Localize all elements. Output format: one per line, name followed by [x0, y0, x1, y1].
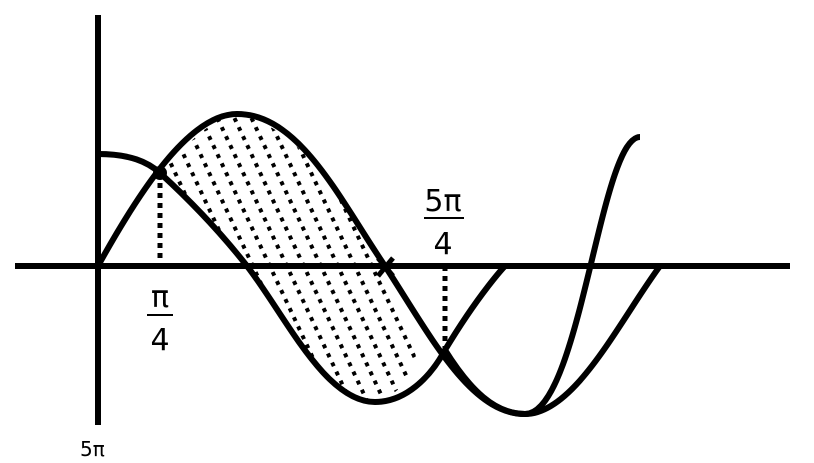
hatch-line	[0, 100, 104, 420]
sine-curve	[98, 114, 392, 402]
hatch-line	[0, 100, 87, 420]
intersection-tick-b	[376, 256, 395, 278]
hatch-line	[292, 114, 416, 402]
hatch-line	[0, 100, 138, 420]
hatch-line	[5, 100, 155, 420]
label-pi-over-4-numerator: π	[151, 280, 169, 315]
label-pi-over-4: π 4	[147, 280, 173, 358]
label-five-pi-over-4: 5π 4	[424, 184, 464, 262]
label-five-pi-over-4-numerator: 5π	[424, 184, 461, 219]
hatch-line	[634, 100, 784, 420]
sin-curve	[98, 114, 398, 402]
hatch-line	[0, 100, 19, 420]
hatch-line	[447, 100, 597, 420]
hatch-line	[258, 114, 412, 402]
hatch-line	[0, 100, 36, 420]
label-pi-over-4-denominator: 4	[150, 323, 169, 358]
hatch-line	[617, 100, 767, 420]
hatch-line	[343, 114, 416, 402]
hatch-line	[583, 100, 733, 420]
hatch-line	[160, 114, 208, 402]
lower-wave-right	[442, 264, 663, 418]
hatch-line	[481, 100, 631, 420]
label-bottom-left: 5π	[80, 437, 105, 461]
hatch-line	[394, 114, 416, 402]
hatch-line	[0, 100, 53, 420]
label-five-pi-over-4-denominator: 4	[433, 227, 452, 262]
hatch-line	[160, 114, 191, 402]
hatch-line	[600, 100, 750, 420]
intersection-point-pi-over-4	[153, 166, 167, 180]
hatch-line	[0, 100, 2, 420]
cosine-shifted	[98, 154, 560, 402]
cos-tail	[445, 266, 546, 414]
cosine-curve	[98, 137, 640, 402]
hatch-line	[0, 100, 70, 420]
hatch-line	[241, 114, 395, 402]
hatch-line	[160, 114, 259, 402]
hatch-line	[532, 100, 682, 420]
cosine-wave	[98, 137, 640, 402]
sine-wave	[95, 110, 641, 418]
hatch-line	[160, 114, 242, 402]
second-wave	[98, 137, 640, 402]
